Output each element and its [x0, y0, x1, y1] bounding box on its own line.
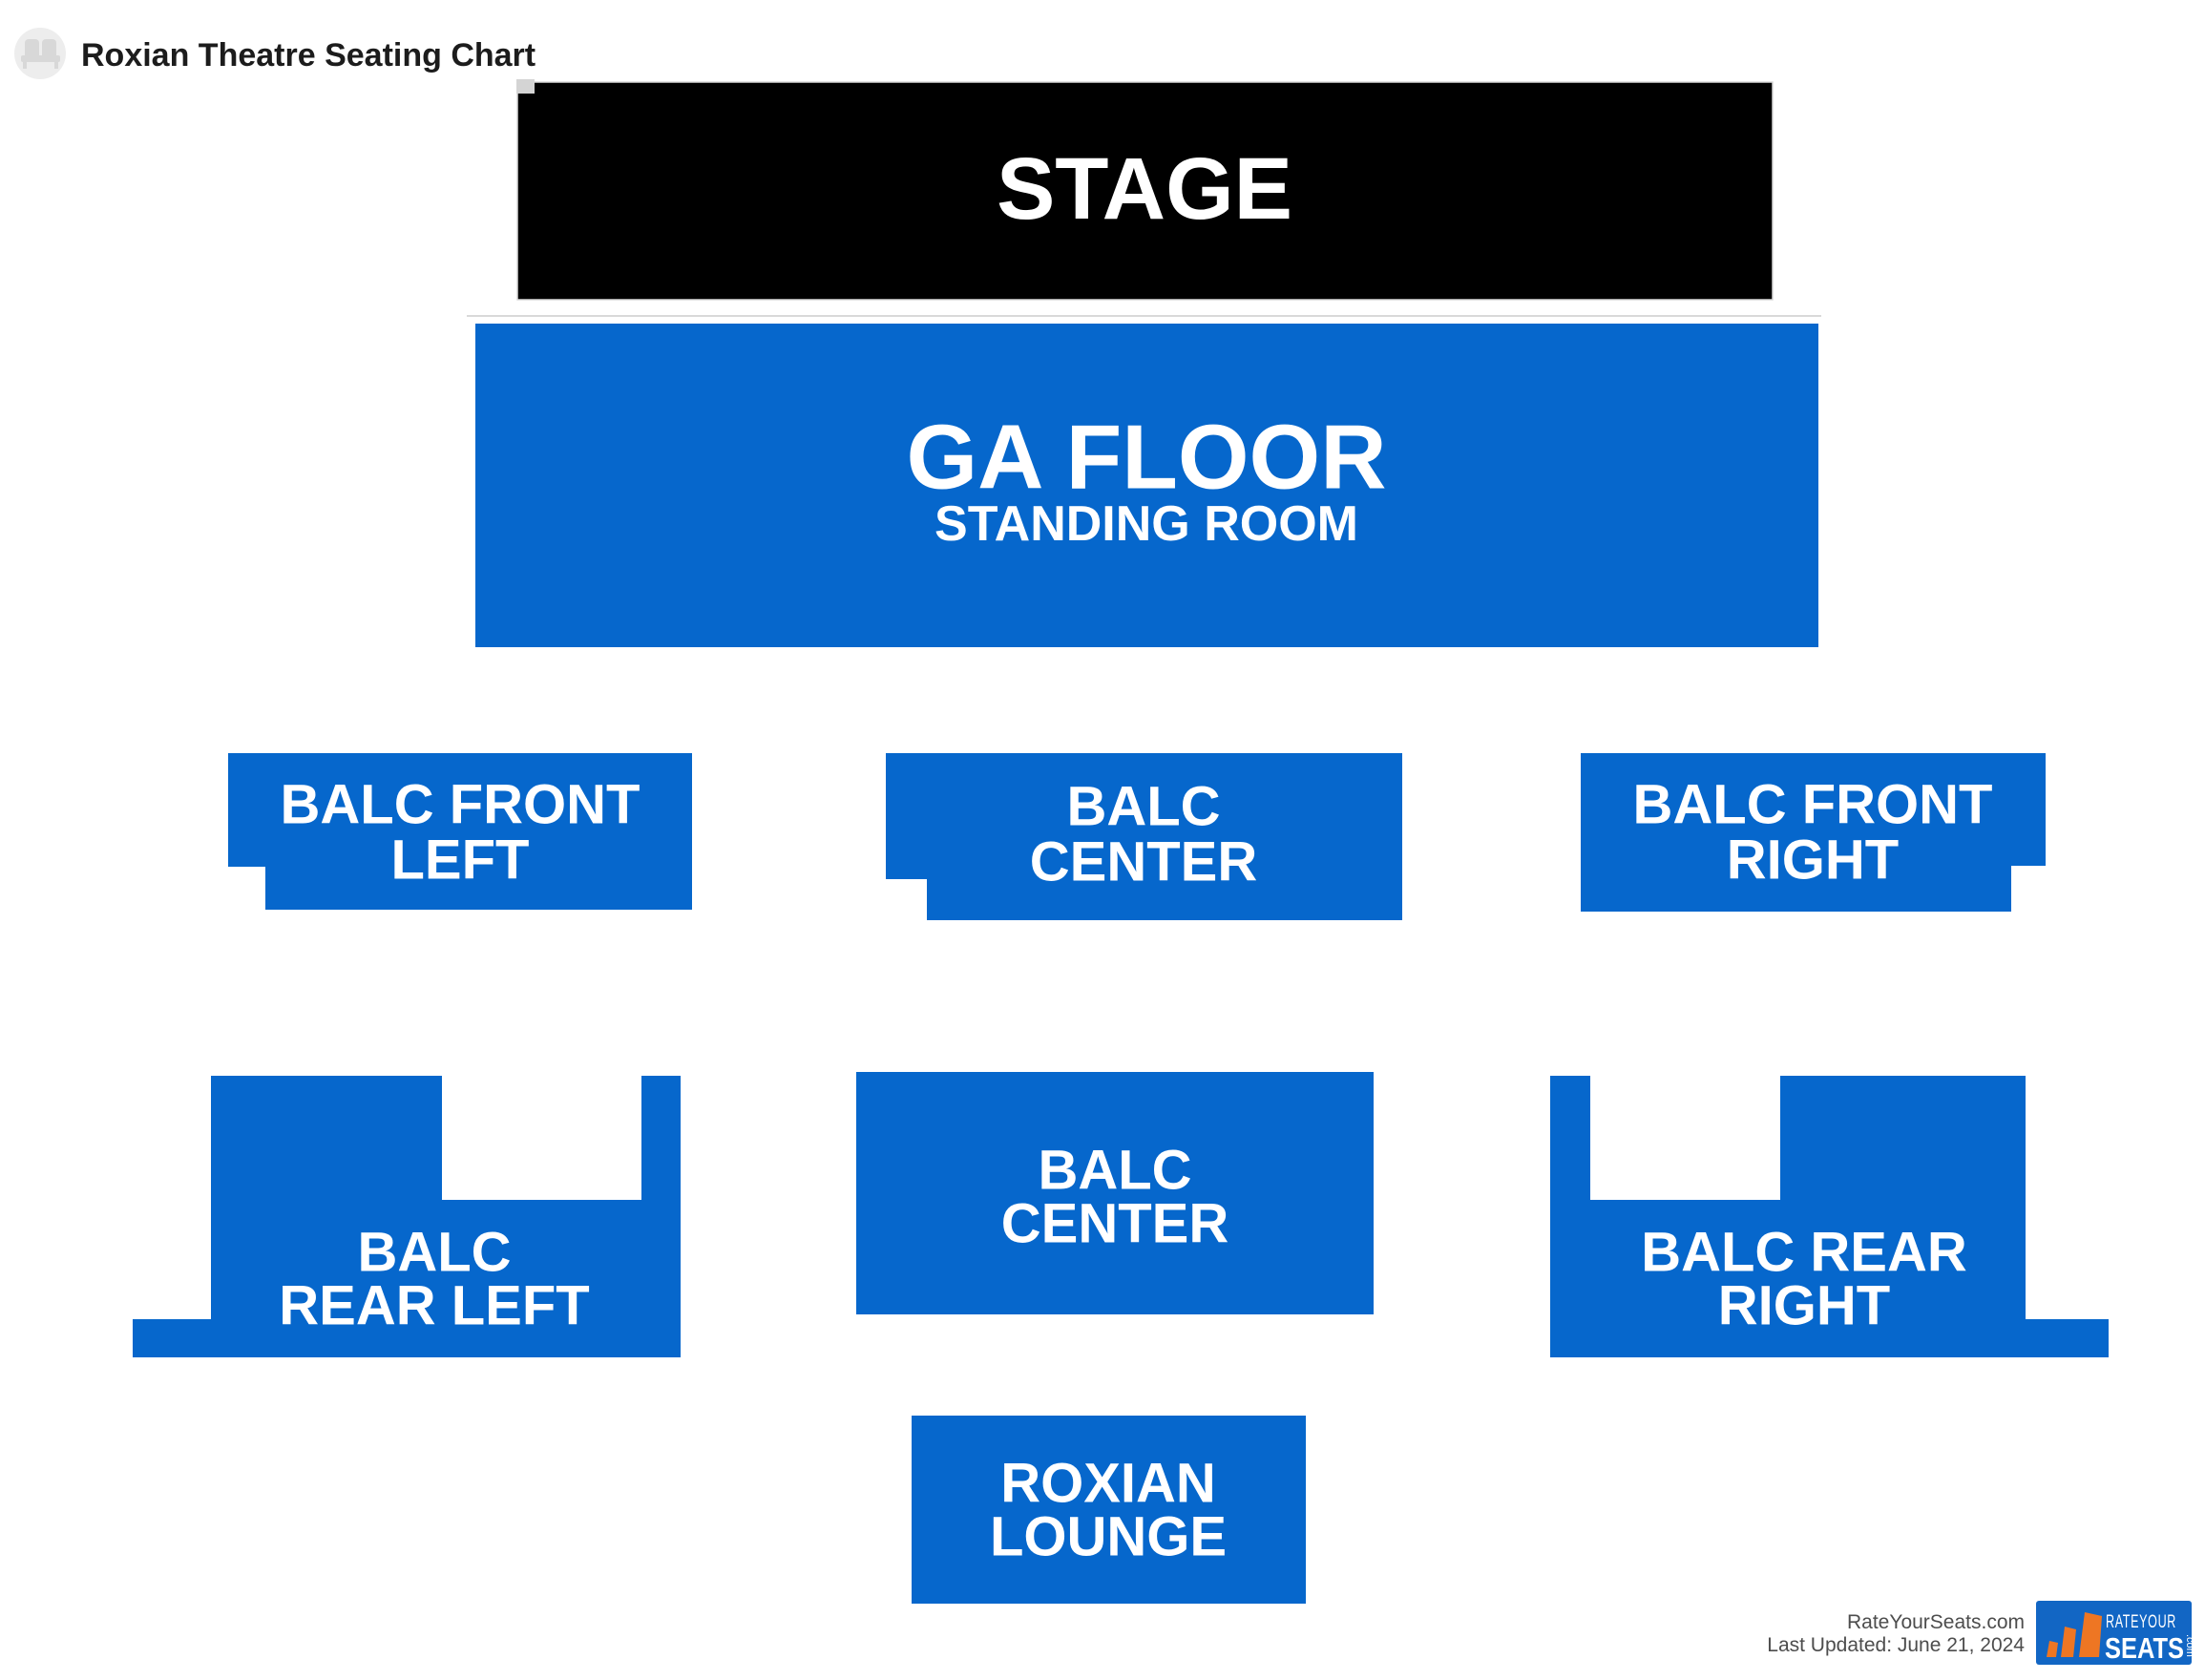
section-roxian-lounge: ROXIAN LOUNGE: [912, 1416, 1306, 1604]
section-label: CENTER: [1030, 831, 1257, 893]
logo-dotcom-text: .com: [2184, 1634, 2195, 1657]
stage-floor-divider: [467, 315, 1821, 317]
section-label: GA FLOOR: [906, 407, 1386, 509]
section-roxian-lounge-shape[interactable]: [912, 1416, 1306, 1604]
section-label: BALC FRONT: [281, 774, 640, 836]
section-balc-front-right: BALC FRONT RIGHT: [1581, 753, 2046, 912]
rateyourseats-logo[interactable]: RATEYOUR SEATS .com: [2036, 1601, 2195, 1665]
section-balc-center-rear: BALC CENTER: [856, 1072, 1374, 1314]
page-footer: RateYourSeats.com Last Updated: June 21,…: [1767, 1601, 2195, 1665]
page-header: Roxian Theatre Seating Chart: [14, 28, 536, 79]
section-balc-front-left-shape[interactable]: [228, 753, 692, 910]
section-balc-rear-right-shape[interactable]: [1550, 1076, 2109, 1357]
stage-label: STAGE: [997, 140, 1292, 238]
section-balc-center-front-shape[interactable]: [886, 753, 1402, 920]
stage-corner-marker: [516, 79, 535, 94]
logo-seats-text: SEATS: [2105, 1631, 2184, 1665]
seats-icon-glyph: [21, 39, 60, 69]
section-balc-rear-left-shape[interactable]: [133, 1076, 681, 1357]
section-label: CENTER: [1001, 1193, 1228, 1255]
stage: STAGE: [516, 79, 1774, 301]
footer-updated-text: Last Updated: June 21, 2024: [1767, 1634, 2025, 1656]
section-label: RIGHT: [1727, 830, 1899, 892]
section-label: LOUNGE: [990, 1506, 1227, 1568]
logo-background: [2036, 1601, 2192, 1665]
section-label: LEFT: [391, 830, 530, 892]
section-balc-front-left: BALC FRONT LEFT: [228, 753, 692, 910]
stage-block: [516, 81, 1774, 301]
section-balc-center-rear-shape[interactable]: [856, 1072, 1374, 1314]
section-label: BALC: [1038, 1140, 1191, 1202]
section-label: BALC: [1066, 776, 1220, 838]
section-label: RIGHT: [1718, 1275, 1890, 1337]
section-balc-center-front: BALC CENTER: [886, 753, 1402, 920]
section-balc-rear-right: BALC REAR RIGHT: [1550, 1076, 2109, 1357]
section-balc-rear-left: BALC REAR LEFT: [133, 1076, 681, 1357]
logo-rateyour-text: RATEYOUR: [2106, 1612, 2176, 1632]
seats-icon: [14, 28, 66, 79]
section-label: BALC: [357, 1222, 511, 1284]
section-label: BALC REAR: [1641, 1222, 1967, 1284]
section-sublabel: STANDING ROOM: [934, 496, 1358, 552]
footer-site-text: RateYourSeats.com: [1847, 1611, 2025, 1633]
page-title: Roxian Theatre Seating Chart: [81, 37, 536, 74]
section-ga-floor-shape[interactable]: [475, 324, 1818, 647]
section-label: BALC FRONT: [1633, 774, 1993, 836]
section-ga-floor: GA FLOOR STANDING ROOM: [475, 324, 1818, 647]
section-balc-front-right-shape[interactable]: [1581, 753, 2046, 912]
section-label: REAR LEFT: [279, 1275, 589, 1337]
section-label: ROXIAN: [1000, 1453, 1216, 1515]
bar-chart-icon: [2047, 1612, 2102, 1657]
